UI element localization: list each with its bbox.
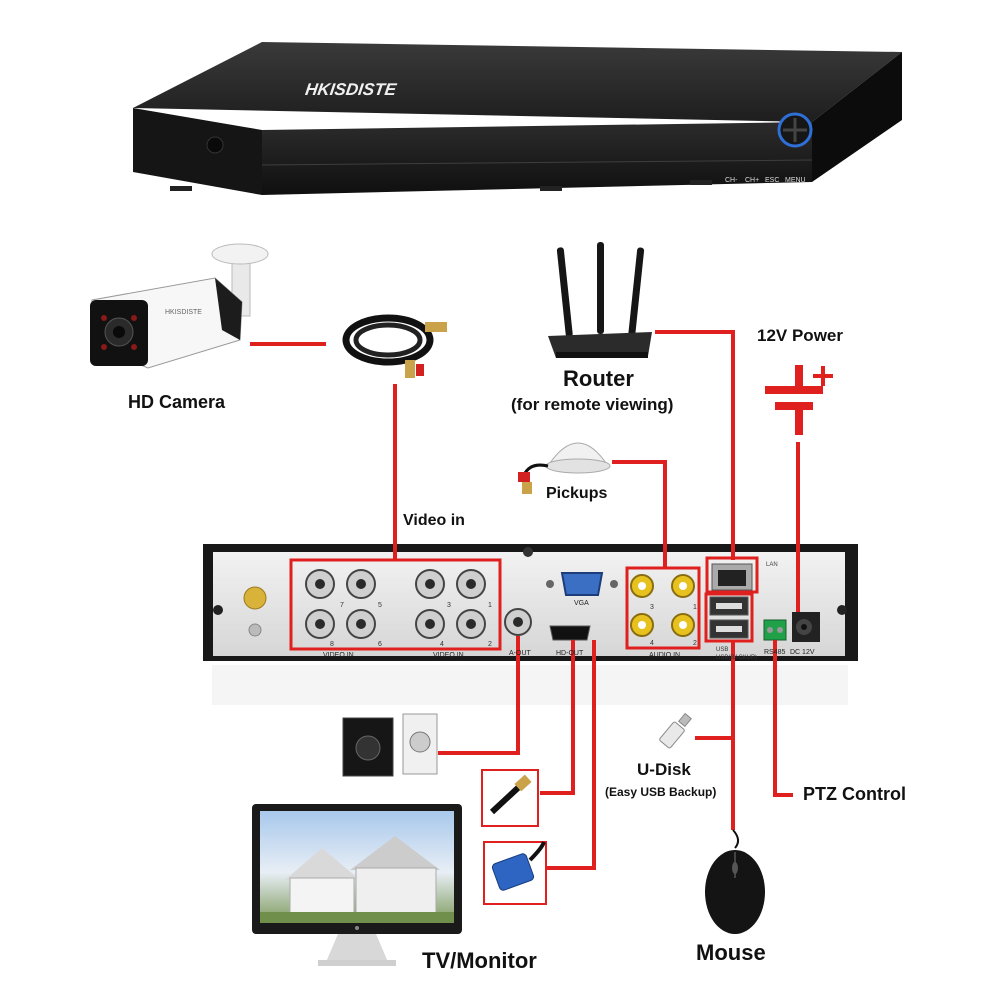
bnc-connectors <box>305 569 532 639</box>
router <box>548 242 652 358</box>
hd-camera <box>90 243 269 369</box>
label-pickups: Pickups <box>546 485 608 502</box>
bnc-num-7: 7 <box>340 602 344 609</box>
dvr-btn-esc: ESC <box>765 177 779 184</box>
lan-usb-ports <box>709 563 753 639</box>
audio-num-1: 1 <box>693 604 697 611</box>
vga-port <box>546 572 618 596</box>
bnc-num-5: 5 <box>378 602 382 609</box>
audio-in-label: AUDIO IN <box>649 652 680 659</box>
audio-num-3: 3 <box>650 604 654 611</box>
dvr-front-unit <box>133 42 902 195</box>
dvr-btn-menu: MENU <box>785 177 806 184</box>
hdout-label: HD-OUT <box>556 650 584 657</box>
power-symbol <box>765 365 833 435</box>
bnc-num-8: 8 <box>330 641 334 648</box>
hdmi-port <box>549 625 591 641</box>
label-hd-camera: HD Camera <box>128 392 226 412</box>
bnc-num-2: 2 <box>488 641 492 648</box>
label-mouse: Mouse <box>696 940 766 965</box>
bnc-num-3: 3 <box>447 602 451 609</box>
label-ptz-control: PTZ Control <box>803 784 906 804</box>
pickup-microphone <box>518 442 611 494</box>
label-tv-monitor: TV/Monitor <box>422 948 537 973</box>
usb-backup-label: USB(BACKUP) <box>716 655 757 661</box>
dvr-front-brand: HKISDISTE <box>304 80 398 99</box>
lan-label: LAN <box>766 562 778 568</box>
dc-power-port <box>792 612 820 642</box>
usb-flash-drive <box>659 712 692 749</box>
video-in-port-label-2: VIDEO IN <box>433 652 464 659</box>
vga-label: VGA <box>574 600 589 607</box>
dc-12v-label: DC 12V <box>790 649 815 656</box>
label-router: Router <box>563 366 634 391</box>
aout-label: A-OUT <box>509 650 532 657</box>
speakers <box>342 713 438 777</box>
label-u-disk: U-Disk <box>637 760 691 779</box>
bnc-num-4: 4 <box>440 641 444 648</box>
audio-num-2: 2 <box>693 640 697 647</box>
dvr-btn-ch-plus: CH+ <box>745 177 759 184</box>
vga-cable-icon <box>483 841 547 905</box>
rs485-terminal <box>763 619 787 641</box>
usb-label: USB <box>716 647 728 653</box>
hdmi-cable-icon <box>481 769 539 827</box>
label-u-disk-sub: (Easy USB Backup) <box>605 785 717 799</box>
label-video-in: Video in <box>403 512 465 529</box>
bnc-num-1: 1 <box>488 602 492 609</box>
label-router-sub: (for remote viewing) <box>511 395 674 414</box>
label-12v-power: 12V Power <box>757 326 843 345</box>
camera-brand: HKISDISTE <box>165 309 202 316</box>
tv-monitor <box>252 804 462 966</box>
bnc-cable-coil <box>342 314 447 378</box>
audio-num-4: 4 <box>650 640 654 647</box>
video-in-port-label-1: VIDEO IN <box>323 652 354 659</box>
audio-rca-ports <box>630 574 695 637</box>
mouse <box>705 829 765 934</box>
connection-lines <box>250 330 800 870</box>
bnc-num-6: 6 <box>378 641 382 648</box>
rs485-label: RS485 <box>764 649 786 656</box>
dvr-btn-ch-minus: CH- <box>725 177 738 184</box>
